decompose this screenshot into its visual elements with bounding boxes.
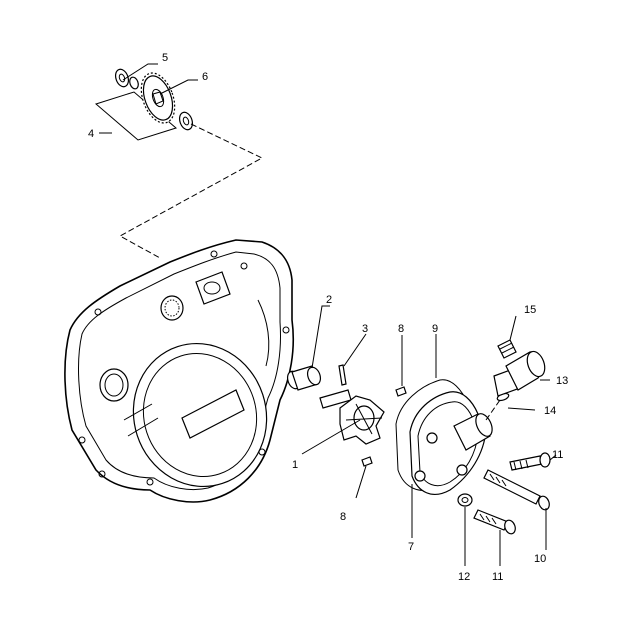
- gear-assembly: [94, 68, 194, 141]
- pin-part-8-lower: [361, 456, 373, 467]
- callout-13: 13: [556, 375, 568, 387]
- leader-lines: [99, 63, 557, 566]
- callout-5: 5: [162, 52, 168, 64]
- bolt-part-15: [497, 339, 517, 359]
- pin-part-8-upper: [395, 386, 407, 397]
- impeller-part-1: [319, 389, 385, 445]
- callout-1: 1: [292, 459, 298, 471]
- drain-alignment-line: [485, 399, 501, 421]
- callout-labels: 5 6 4 2 3 8 9 15 13 14 1 11 8 7 10 12 11: [88, 52, 568, 583]
- callout-7: 7: [408, 541, 414, 553]
- callout-15: 15: [524, 304, 536, 316]
- callout-14: 14: [544, 405, 556, 417]
- bolt-part-11-lower: [473, 509, 516, 535]
- fitting-part-13: [493, 350, 546, 397]
- callout-2: 2: [326, 294, 332, 306]
- bolt-part-11-upper: [509, 452, 551, 471]
- callout-3: 3: [362, 323, 368, 335]
- washer-part-12: [457, 493, 473, 507]
- washer-right: [178, 111, 194, 131]
- callout-11-lower: 11: [492, 571, 503, 583]
- callout-4: 4: [88, 128, 94, 140]
- bolt-part-10: [483, 469, 550, 511]
- callout-6: 6: [202, 71, 208, 83]
- callout-10: 10: [534, 553, 546, 565]
- callout-9: 9: [432, 323, 438, 335]
- collar-part-2: [286, 365, 322, 391]
- callout-11-upper: 11: [552, 449, 563, 461]
- gear-part-6: [140, 72, 176, 124]
- callout-8-lower: 8: [340, 511, 346, 523]
- pin-part-3: [338, 364, 347, 386]
- pump-cover-part-7: [409, 391, 493, 495]
- washer-part-5: [114, 68, 139, 90]
- callout-8-upper: 8: [398, 323, 404, 335]
- crankcase-cover: [64, 239, 295, 503]
- alignment-dashed-line: [118, 123, 264, 259]
- callout-12: 12: [458, 571, 470, 583]
